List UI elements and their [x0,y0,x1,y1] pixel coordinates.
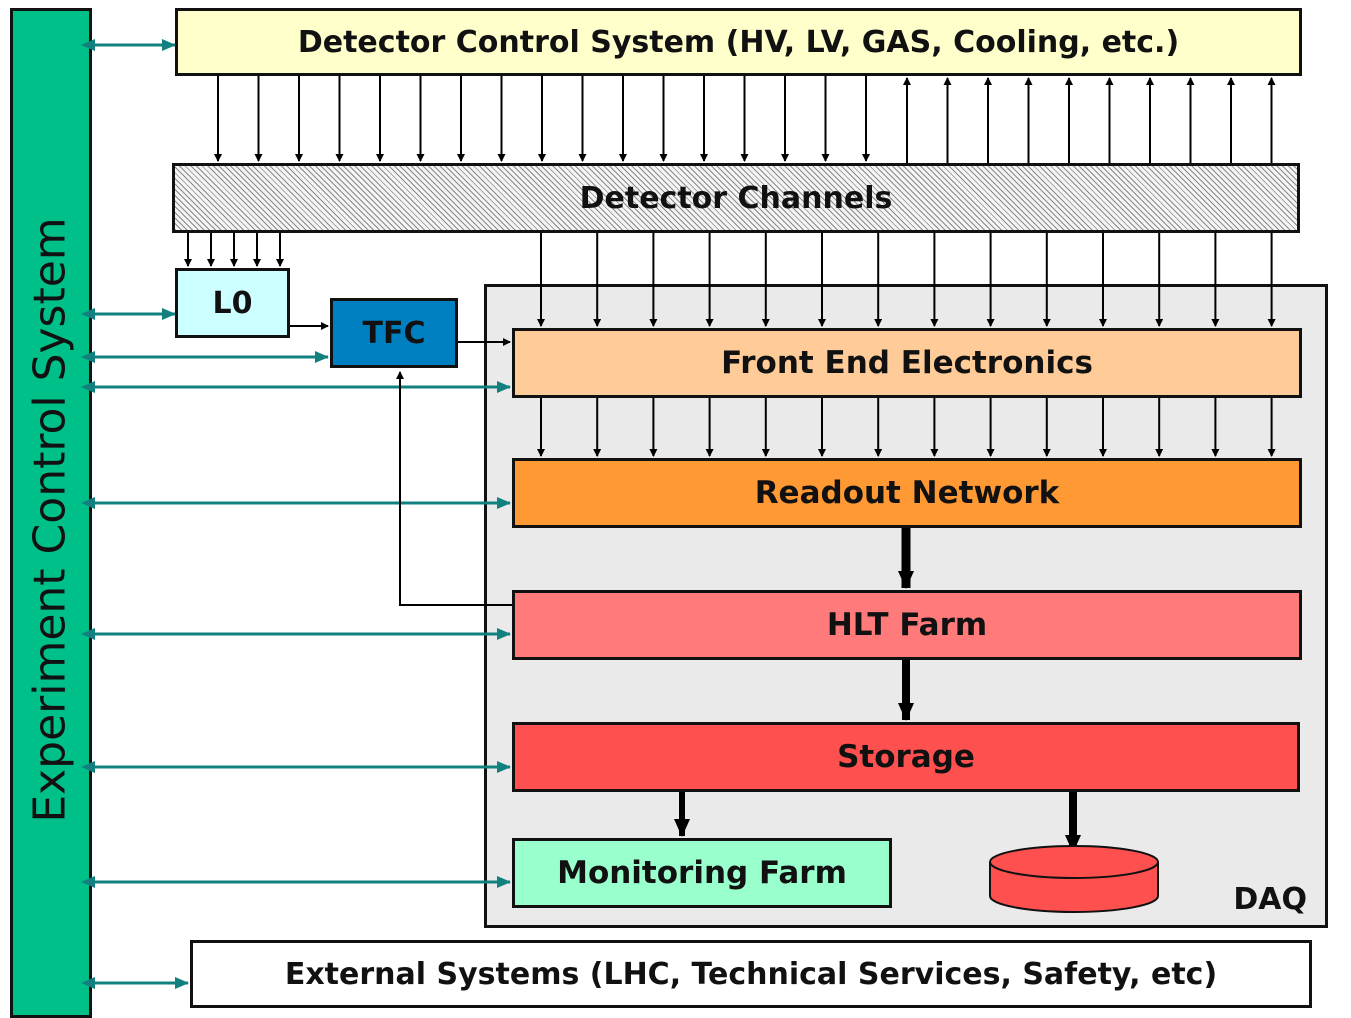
hlt-to-tfc-arrow [396,371,512,606]
dcs-channel-arrows [214,76,1276,163]
front-end-electronics-label: Front End Electronics [721,345,1093,381]
storage-label: Storage [837,739,975,775]
external-systems-box: External Systems (LHC, Technical Service… [190,940,1312,1008]
front-end-electronics-box: Front End Electronics [512,328,1302,398]
detector-channels-label: Detector Channels [579,180,893,216]
storage-box: Storage [512,722,1300,792]
monitoring-farm-label: Monitoring Farm [557,855,847,891]
detector-control-system-label: Detector Control System (HV, LV, GAS, Co… [297,24,1180,60]
readout-network-box: Readout Network [512,458,1302,528]
tfc-box: TFC [330,298,458,368]
experiment-control-system-bar [10,8,92,1018]
tfc-label: TFC [362,315,426,351]
storage-disk-icon [989,845,1159,913]
hlt-farm-box: HLT Farm [512,590,1302,660]
external-systems-label: External Systems (LHC, Technical Service… [284,956,1218,992]
hlt-farm-label: HLT Farm [826,607,988,643]
ecs-link-arrows [81,39,511,989]
channel-to-frontend-arrows [537,233,1276,327]
readout-network-label: Readout Network [754,475,1060,511]
l0-box: L0 [175,268,290,338]
monitoring-farm-box: Monitoring Farm [512,838,892,908]
detector-channels-box: Detector Channels [172,163,1300,233]
l0-label: L0 [212,285,253,321]
detector-control-system-box: Detector Control System (HV, LV, GAS, Co… [175,8,1302,76]
daq-label: DAQ [1233,882,1307,917]
channel-to-l0-arrows [184,233,284,267]
frontend-to-readout-arrows [537,398,1276,457]
